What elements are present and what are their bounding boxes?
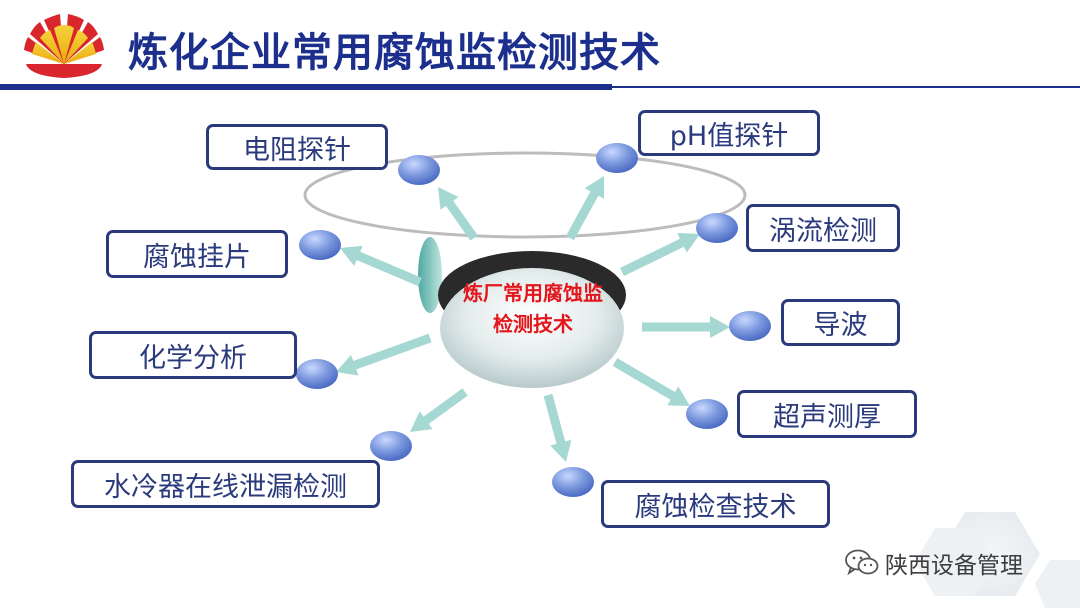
wechat-icon [845, 549, 879, 576]
arrow-coupon [340, 245, 422, 287]
arrow-eddy [620, 232, 700, 276]
watermark: 陕西设备管理 [845, 546, 1023, 580]
arrow-cooler [410, 388, 468, 432]
technique-box-ut: 超声测厚 [737, 390, 917, 438]
node-coupon [299, 230, 341, 260]
technique-box-eddy: 涡流检测 [746, 204, 900, 252]
center-label: 炼厂常用腐蚀监检测技术 [463, 281, 603, 336]
title-rule-thin [612, 86, 1080, 88]
node-ut [686, 399, 728, 429]
petrochina-logo-icon [24, 14, 104, 78]
node-inspect [552, 467, 594, 497]
node-ph [596, 143, 638, 173]
watermark-text: 陕西设备管理 [885, 553, 1023, 579]
arrow-er [438, 187, 478, 241]
node-guided [729, 311, 771, 341]
technique-box-chem: 化学分析 [89, 331, 297, 379]
technique-box-guided: 导波 [781, 299, 900, 346]
nodes [296, 143, 771, 497]
technique-box-ph: pH值探针 [638, 110, 820, 156]
node-er [398, 155, 440, 185]
page-title: 炼化企业常用腐蚀监检测技术 [128, 30, 661, 76]
title-rule-thick [0, 84, 612, 90]
technique-box-coupon: 腐蚀挂片 [106, 230, 288, 278]
arrows [336, 176, 730, 462]
technique-box-inspect: 腐蚀检查技术 [601, 480, 830, 528]
technique-box-er: 电阻探针 [206, 124, 388, 170]
arrow-guided [642, 316, 730, 338]
technique-box-cooler: 水冷器在线泄漏检测 [71, 460, 380, 508]
node-chem [296, 359, 338, 389]
arrow-inspect [543, 393, 572, 462]
node-cooler [370, 431, 412, 461]
arrow-chem [336, 333, 432, 376]
center-disc [440, 268, 624, 388]
decorative-hexagons [915, 512, 1080, 608]
lens-shape [418, 237, 442, 313]
arrow-ph [566, 176, 604, 241]
node-eddy [696, 213, 738, 243]
orbit-ring [303, 151, 747, 239]
arrow-ut [612, 358, 690, 406]
